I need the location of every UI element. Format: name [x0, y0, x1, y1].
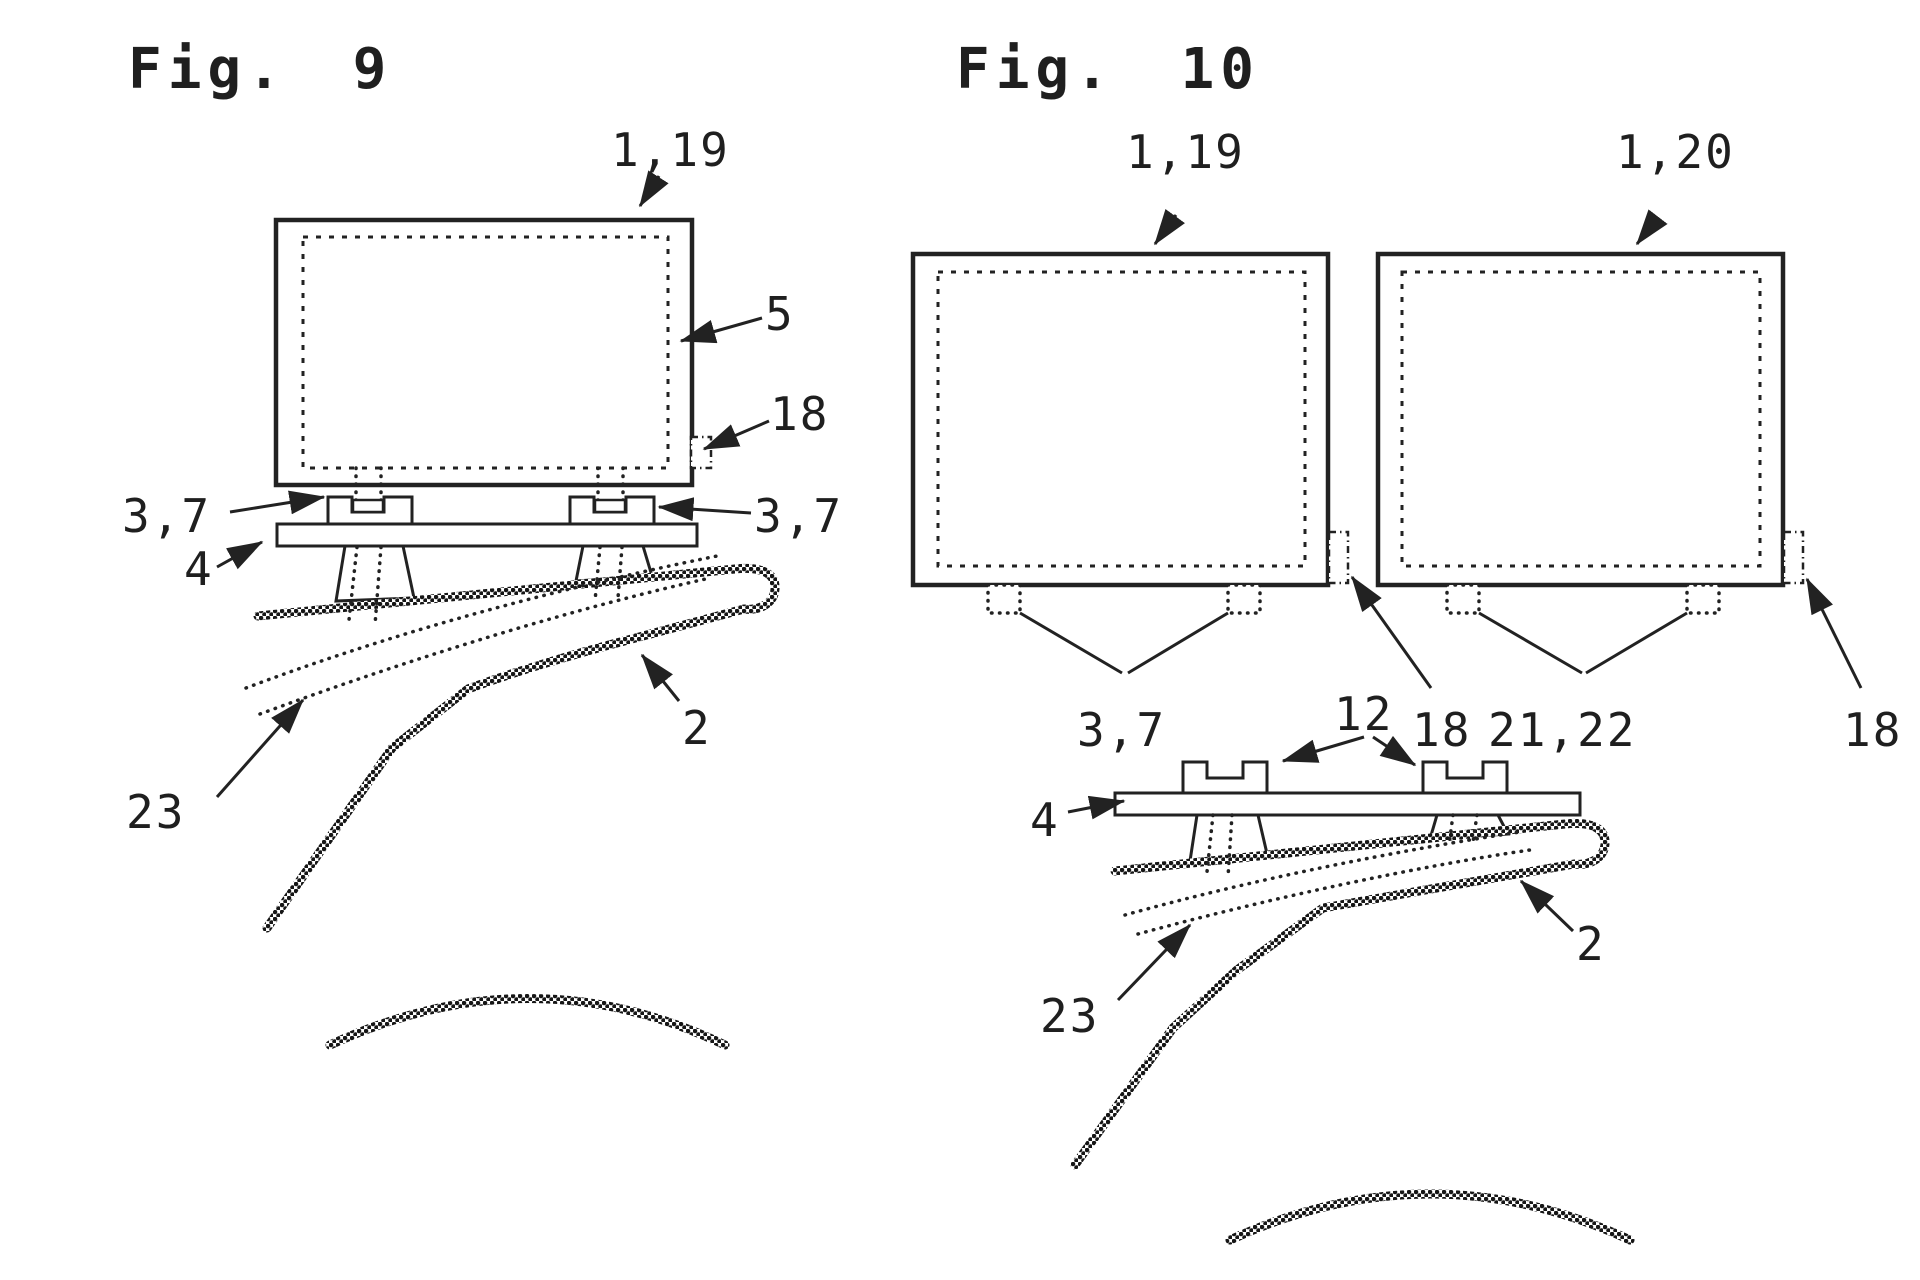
hidden-guide-line: [1123, 830, 1522, 917]
figure-10: Fig. 10: [910, 37, 1902, 1245]
mounting-rail: [275, 522, 699, 548]
leader-clips-right: [1372, 735, 1417, 767]
ref-guide: 23: [126, 785, 185, 839]
rail-clip-right: [1421, 760, 1509, 795]
ref-display-unit: 1,19: [611, 123, 730, 177]
rail-clip-left: [1181, 760, 1269, 795]
leader-mount-right: [657, 497, 752, 522]
connector-tab: [689, 435, 713, 470]
display-housing: [273, 217, 695, 488]
hidden-guide-line: [593, 545, 602, 603]
display-right-tab: [1445, 583, 1481, 615]
ref-guide: 23: [1040, 989, 1099, 1043]
leader-headrest: [640, 653, 681, 702]
ref-display-left: 1,19: [1126, 125, 1245, 179]
leader-rail: [1067, 795, 1126, 820]
ref-screen: 5: [765, 287, 795, 341]
rail-foot-left: [334, 544, 416, 603]
leader-screen: [679, 316, 763, 344]
hidden-guide-line: [373, 545, 383, 627]
figure-10-title: Fig. 10: [956, 37, 1260, 102]
leader-display-right: [1635, 209, 1668, 246]
leader-mount-left: [229, 490, 326, 515]
leader-connector-right: [1805, 577, 1863, 689]
leader-guide: [215, 698, 305, 798]
connector-tab-right: [1782, 530, 1805, 585]
ref-mount: 3,7: [1077, 703, 1166, 757]
ref-headrest: 2: [682, 701, 712, 755]
ref-display-right: 1,20: [1616, 125, 1735, 179]
hidden-guide-line: [1226, 813, 1234, 879]
tab-guide-line: [1019, 611, 1123, 675]
display-left-tab: [1226, 583, 1262, 615]
seat-contour: [1225, 1189, 1635, 1245]
hidden-guide-line: [1205, 813, 1215, 874]
ref-headrest: 2: [1576, 917, 1606, 971]
tab-guide-line: [1478, 611, 1583, 675]
ref-mount-left: 3,7: [122, 489, 211, 543]
connector-tab-left: [1327, 530, 1350, 585]
clip-foot-right: [593, 498, 627, 514]
ref-rail: 4: [184, 542, 214, 596]
leader-clips-left: [1281, 735, 1365, 763]
ref-connector-right: 18: [1843, 703, 1902, 757]
figure-9-title: Fig. 9: [128, 37, 392, 102]
ref-mount-right: 3,7: [754, 489, 843, 543]
tab-guide-line: [1585, 611, 1688, 675]
leader-connector-left: [1350, 575, 1433, 689]
hidden-guide-line: [244, 554, 719, 690]
hidden-guide-line: [258, 576, 712, 716]
ref-rail: 4: [1030, 793, 1060, 847]
hidden-guide-line: [616, 545, 624, 600]
tab-guide-line: [1127, 611, 1229, 675]
display-right-tab: [1685, 583, 1721, 615]
display-left-screen: [936, 270, 1307, 568]
seat-contour: [325, 994, 730, 1050]
figure-9: Fig. 9: [122, 37, 843, 1050]
leader-connector: [702, 419, 770, 451]
hidden-guide-line: [1471, 813, 1479, 844]
ref-connector-left: 18: [1412, 703, 1471, 757]
headrest-outline: [1070, 818, 1610, 1170]
ref-connector: 18: [770, 387, 829, 441]
headrest-outline: [253, 563, 780, 933]
ref-clips: 12: [1334, 687, 1393, 741]
display-left-housing: [910, 251, 1331, 588]
leader-headrest: [1519, 879, 1575, 933]
leader-guide: [1116, 923, 1192, 1002]
display-left-tab: [986, 583, 1022, 615]
clip-foot-left: [351, 498, 385, 514]
display-screen-border: [301, 235, 670, 470]
ref-mount-pair: 21,22: [1488, 703, 1636, 757]
hidden-guide-line: [1447, 813, 1455, 847]
hidden-guide-line: [1136, 848, 1532, 936]
leader-display: [638, 170, 669, 208]
mounting-rail: [1113, 791, 1582, 817]
leader-rail: [216, 540, 264, 570]
display-right-screen: [1400, 270, 1762, 568]
leader-display-left: [1153, 209, 1185, 246]
display-right-housing: [1375, 251, 1786, 588]
